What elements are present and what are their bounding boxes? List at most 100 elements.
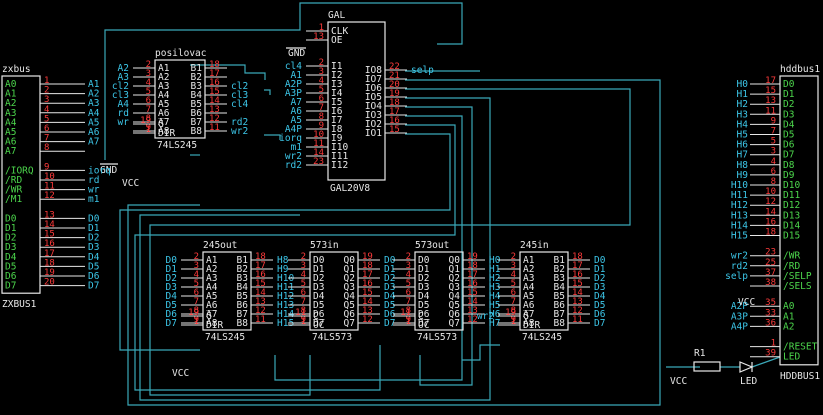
gal-pin-number: 14	[313, 148, 324, 158]
zxbus-pin-name: A1	[5, 89, 17, 100]
u245out-pin-number: 7	[194, 297, 199, 307]
hddbus-pin-signal: wr2	[731, 251, 748, 262]
posilovac-pin-name: A8	[158, 126, 170, 137]
zxbus-pin-number: 18	[44, 258, 55, 268]
hddbus-pin-signal: H9	[737, 170, 749, 181]
posilovac-part: 74LS245	[157, 140, 197, 151]
u573out-pin-number: 17	[467, 270, 478, 280]
hddbus-pin-number: 14	[765, 207, 776, 217]
zxbus-pin-signal: D5	[88, 261, 99, 272]
u573out-pin-number: 13	[467, 306, 478, 316]
zxbus-body	[1, 75, 41, 294]
u573in-pin-name: D3	[313, 282, 324, 293]
hddbus-pin-name: D15	[783, 231, 800, 242]
led-label: LED	[740, 376, 757, 387]
posilovac-pin-name: B2	[191, 72, 202, 83]
hddbus-pin-name: /RESET	[783, 342, 818, 353]
hddbus-pin-name: /SELS	[783, 281, 812, 292]
u573out-pin-name: Q5	[449, 300, 460, 311]
u573in-pin-name: D0	[313, 255, 325, 266]
u245out-pin-name: B8	[237, 318, 249, 329]
u245out-pin-number: 12	[255, 306, 266, 316]
zxbus-pin-number: 19	[44, 268, 55, 278]
u573in-pin-name: D4	[313, 291, 325, 302]
hddbus-pin-signal: H1	[737, 89, 749, 100]
gal-gnd: GND	[288, 48, 305, 59]
gal-pin-number: 9	[319, 121, 324, 131]
posilovac-pin-signal: A4	[118, 99, 130, 110]
gal-pin-number: 22	[389, 62, 400, 72]
posilovac-pin-name: B7	[191, 117, 202, 128]
hddbus-pin-number: 37	[765, 268, 776, 278]
gal-pin-number: 18	[389, 98, 400, 108]
u245out-pin-name: B7	[237, 309, 248, 320]
gal-pin-number: 4	[319, 76, 324, 86]
hddbus-pin-signal: A4P	[731, 321, 748, 332]
posilovac-pin-signal: rd	[118, 108, 129, 119]
u573out-pin-number: 12	[467, 315, 478, 325]
u245out-pin-name: B1	[237, 255, 249, 266]
zxbus-pin-signal: D6	[88, 271, 100, 282]
u245out-pin-number: 17	[255, 261, 266, 271]
u245in-pin-number: 9	[511, 315, 516, 325]
u573out-pin-signal: H4	[489, 291, 501, 302]
gal-pin-name: IO2	[365, 119, 382, 130]
wire-12	[462, 344, 500, 361]
posilovac-ctrl-number: 19	[140, 116, 151, 126]
parts: posilovac74LS245A12A2A23A3A34cl2A45cl3A5…	[1, 10, 820, 387]
zxbus-pin-name: A5	[5, 127, 16, 138]
u245out-body	[202, 251, 252, 331]
gal-pin-name: I7	[331, 115, 342, 126]
u245out-part: 74LS245	[205, 332, 245, 343]
u573out-pin-signal: H2	[489, 273, 500, 284]
u245in-pin-signal: D7	[594, 318, 605, 329]
zxbus-pin-signal: D0	[88, 213, 100, 224]
hddbus-pin-number: 25	[765, 258, 776, 268]
u573out-pin-name: Q7	[449, 318, 460, 329]
u573in-pin-number: 5	[301, 279, 306, 289]
u245in-pin-signal: D0	[594, 255, 606, 266]
zxbus-pin-number: 1	[44, 76, 49, 86]
u573out-pin-number: 7	[406, 297, 411, 307]
u573out-ctrl-number: 11	[400, 308, 411, 318]
hddbus-pin-signal: H0	[737, 79, 749, 90]
gal-pin-signal: m1	[291, 142, 303, 153]
u573out-pin-name: Q3	[449, 282, 460, 293]
hddbus-pin-number: 18	[765, 228, 776, 238]
zxbus-pin-name: A6	[5, 137, 17, 148]
gal-pin-number: 7	[319, 103, 324, 113]
u573in-pin-name: D2	[313, 273, 324, 284]
hddbus-pin-name: D8	[783, 160, 795, 171]
posilovac-title: posilovac	[155, 48, 206, 59]
wire-1	[190, 64, 266, 80]
wire-3	[264, 134, 281, 140]
hddbus-pin-name: D11	[783, 190, 800, 201]
u245out-pin-signal: H15	[277, 318, 294, 329]
zxbus-pin-name: D0	[5, 213, 17, 224]
u573in-pin-number: 18	[362, 261, 373, 271]
u245out-pin-number: 8	[194, 306, 199, 316]
u245in-pin-name: A5	[523, 291, 534, 302]
hddbus-pin-name: D6	[783, 140, 795, 151]
hddbus-pin-signal: H3	[737, 109, 748, 120]
u573in-pin-signal: D3	[384, 282, 395, 293]
zxbus-pin-signal: A4	[88, 108, 100, 119]
u245out-pin-name: B5	[237, 291, 248, 302]
u573in-pin-number: 2	[301, 252, 306, 262]
u245in-pin-number: 8	[511, 306, 516, 316]
zxbus-pin-name: A0	[5, 79, 17, 90]
u245in-pin-name: A6	[523, 300, 535, 311]
hddbus-pin-number: 33	[765, 308, 776, 318]
u245in-pin-name: B2	[554, 264, 565, 275]
zxbus-pin-signal: A1	[88, 79, 100, 90]
posilovac-pin-number: 16	[209, 78, 220, 88]
u245in-pin-number: 11	[572, 315, 583, 325]
zxbus-pin-name: /RD	[5, 175, 22, 186]
zxbus-pin-number: 13	[44, 210, 55, 220]
u245out-pin-number: 16	[255, 270, 266, 280]
gal-pin-signal: selp	[411, 65, 434, 76]
hddbus-pin-signal: H8	[737, 160, 749, 171]
u245out-title: 245out	[203, 240, 237, 251]
u573out-pin-number: 4	[406, 270, 411, 280]
u245out-pin-signal: H12	[277, 291, 294, 302]
